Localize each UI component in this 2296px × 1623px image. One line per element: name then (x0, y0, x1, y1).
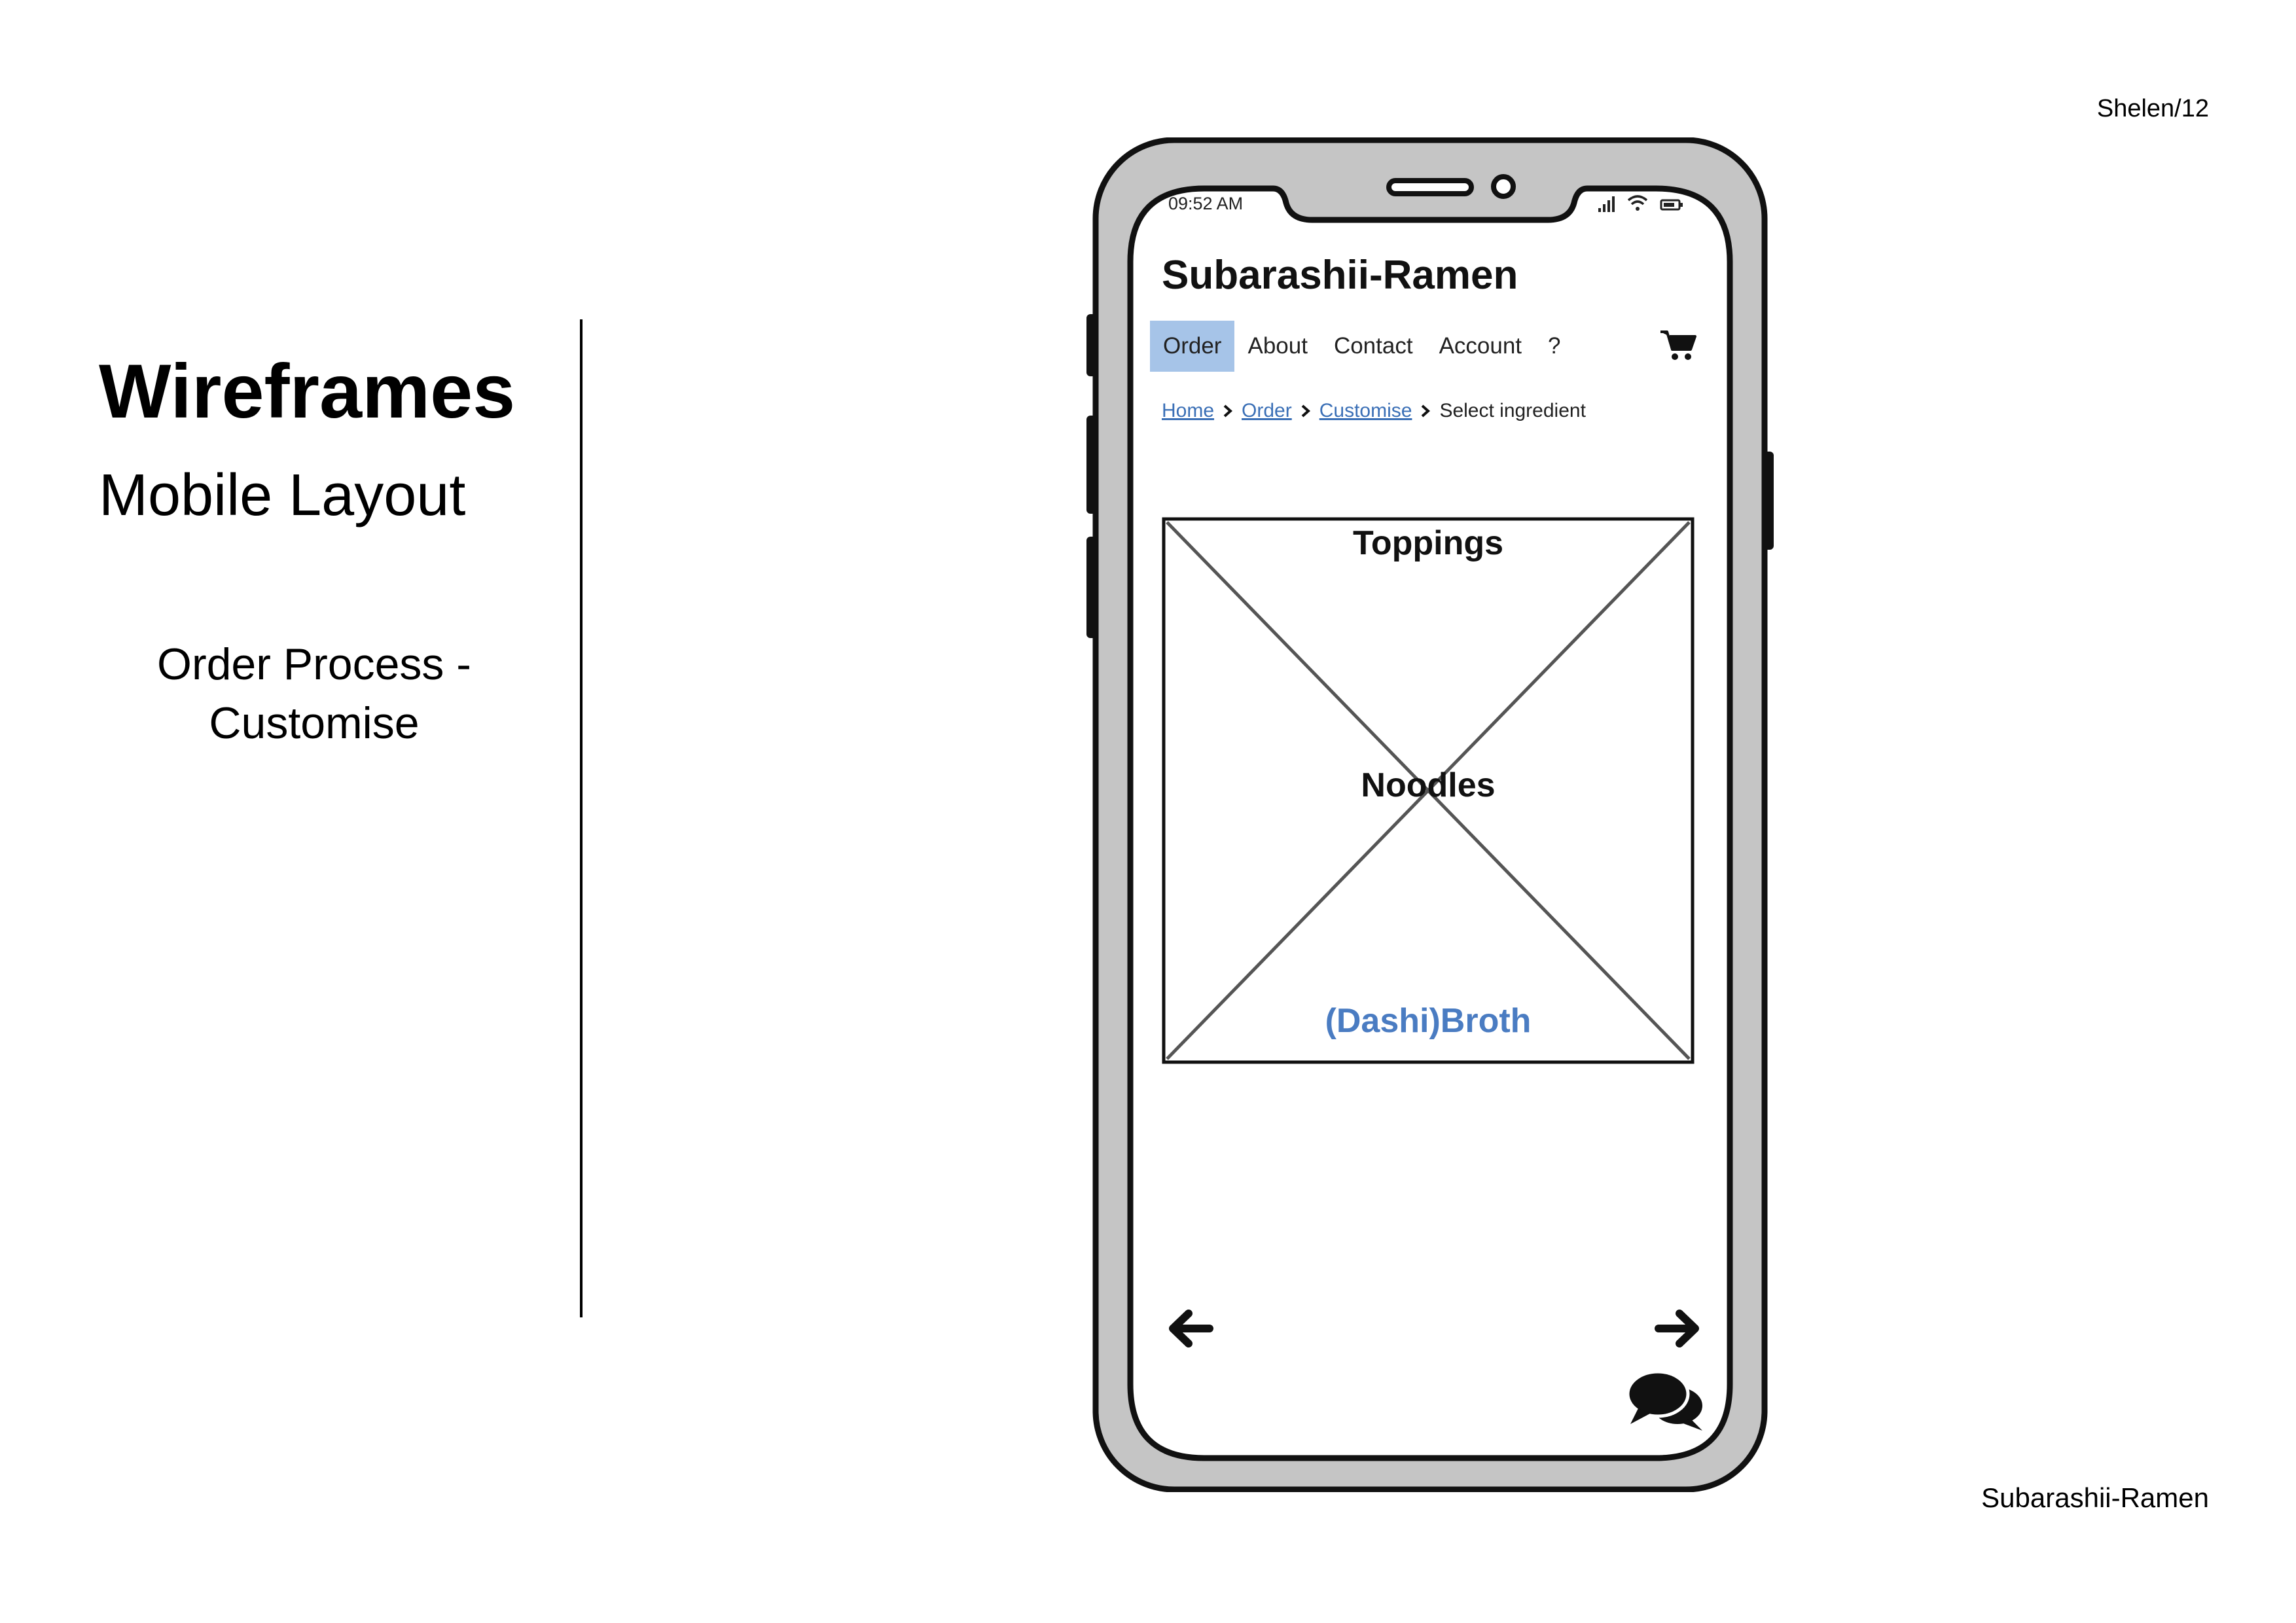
breadcrumb-current: Select ingredient (1439, 400, 1586, 421)
page-number: Shelen/12 (2096, 95, 2209, 122)
chat-bubbles-icon[interactable] (1626, 1369, 1705, 1433)
status-icons (1598, 195, 1683, 212)
nav-item-account[interactable]: Account (1439, 333, 1522, 359)
breadcrumb: Home Order Customise Select ingredient (1162, 400, 1586, 422)
chevron-right-icon (1223, 404, 1233, 418)
arrow-left-icon[interactable] (1168, 1307, 1213, 1350)
vertical-divider (580, 319, 583, 1317)
footer-brand: Subarashii-Ramen (1981, 1482, 2209, 1513)
nav-bar: Order About Contact Account ? (1150, 321, 1574, 372)
breadcrumb-order[interactable]: Order (1242, 400, 1292, 421)
nav-item-contact[interactable]: Contact (1333, 333, 1413, 359)
chevron-right-icon (1422, 404, 1431, 418)
breadcrumb-home[interactable]: Home (1162, 400, 1215, 421)
ramen-image-placeholder[interactable] (1162, 517, 1695, 1064)
slide-section-label: Order Process - Customise (157, 639, 471, 748)
chevron-right-icon (1301, 404, 1310, 418)
nav-item-order[interactable]: Order (1150, 321, 1235, 372)
nav-item-help[interactable]: ? (1548, 333, 1561, 359)
signal-icon (1598, 196, 1615, 212)
battery-icon (1660, 199, 1683, 211)
wifi-icon (1627, 195, 1648, 211)
noodles-label[interactable]: Noodles (1361, 766, 1496, 804)
broth-label[interactable]: (Dashi)Broth (1325, 1002, 1532, 1040)
breadcrumb-customise[interactable]: Customise (1319, 400, 1412, 421)
status-time: 09:52 AM (1168, 194, 1244, 213)
app-title: Subarashii-Ramen (1162, 253, 1518, 298)
slide-subtitle: Mobile Layout (99, 463, 466, 528)
arrow-right-icon[interactable] (1655, 1307, 1700, 1350)
nav-item-about[interactable]: About (1247, 333, 1308, 359)
slide-title: Wireframes (99, 348, 516, 434)
shopping-cart-icon[interactable] (1659, 329, 1697, 361)
toppings-label[interactable]: Toppings (1352, 524, 1504, 562)
